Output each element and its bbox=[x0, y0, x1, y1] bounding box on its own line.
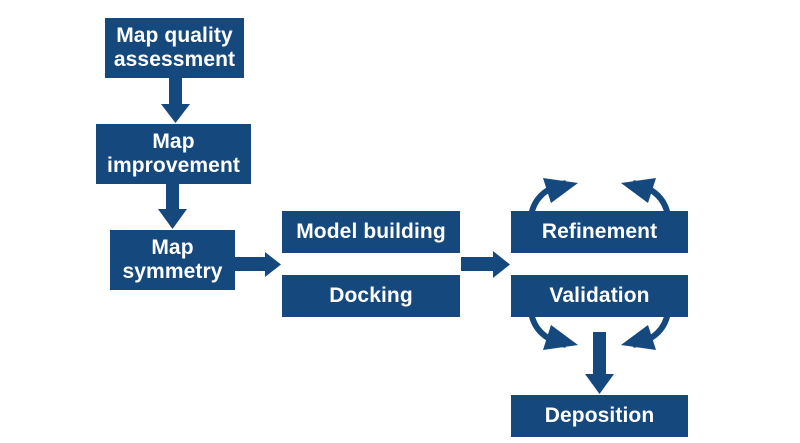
cycle-arc-bottom-left-arrowhead bbox=[543, 325, 578, 350]
arrow-improvement-to-symmetry bbox=[158, 184, 187, 229]
node-map-quality-assessment[interactable]: Map quality assessment bbox=[105, 18, 244, 78]
node-map-improvement[interactable]: Map improvement bbox=[96, 124, 251, 184]
cycle-arc-top-left-arrowhead bbox=[543, 178, 578, 203]
node-map-symmetry[interactable]: Map symmetry bbox=[110, 230, 235, 290]
node-refinement[interactable]: Refinement bbox=[511, 211, 688, 253]
arrow-assessment-to-improvement bbox=[161, 78, 190, 123]
node-deposition[interactable]: Deposition bbox=[511, 395, 688, 437]
arrow-cycle-to-deposition bbox=[585, 332, 614, 394]
arrow-building-to-refinement bbox=[461, 251, 510, 278]
node-validation[interactable]: Validation bbox=[511, 275, 688, 317]
node-docking[interactable]: Docking bbox=[282, 275, 460, 317]
node-model-building[interactable]: Model building bbox=[282, 211, 460, 253]
cycle-arc-bottom-right-arrowhead bbox=[621, 325, 656, 350]
cycle-arc-top-right-arrowhead bbox=[621, 178, 656, 203]
arrow-symmetry-to-building bbox=[235, 252, 281, 277]
